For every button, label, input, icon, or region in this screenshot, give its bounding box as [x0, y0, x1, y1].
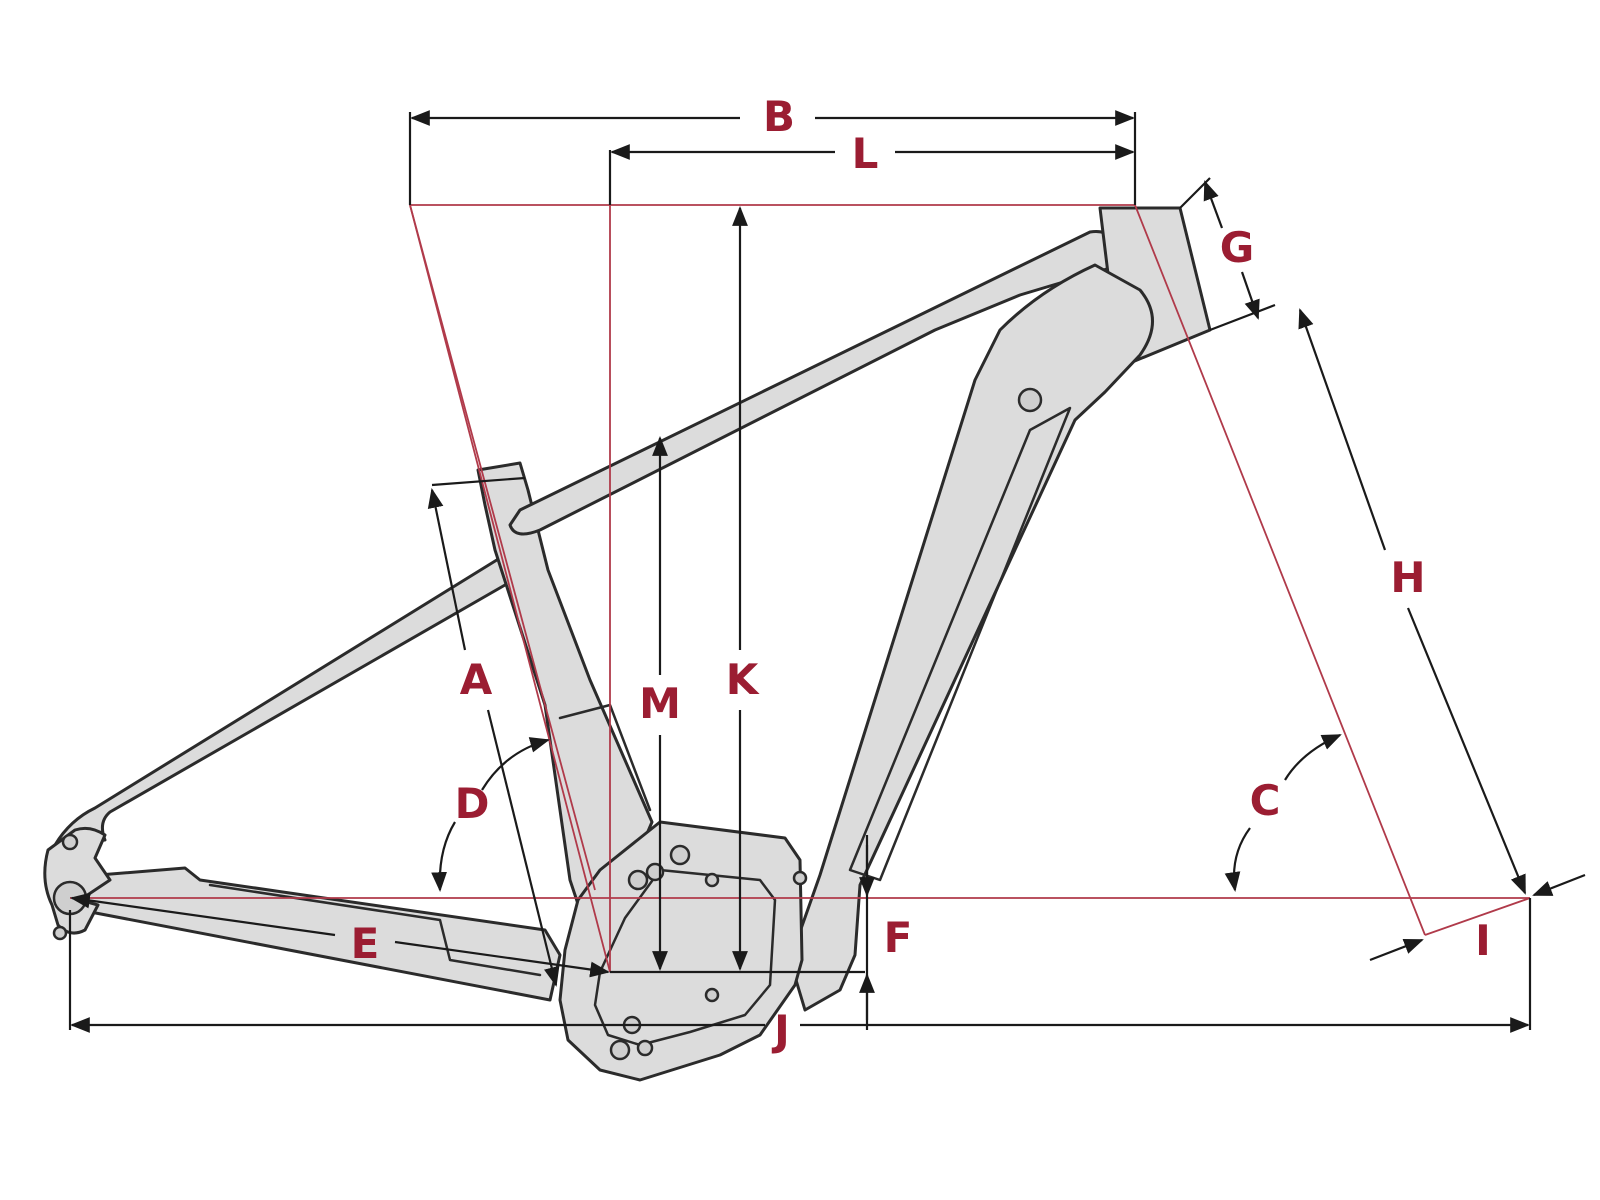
angle-d-arc-lower [431, 821, 456, 892]
dropout-bolt [61, 833, 79, 851]
reference-line-seat-a [409, 204, 611, 973]
dimension-i-upper [1532, 873, 1586, 897]
motor-bolt [704, 987, 720, 1003]
dimension-g-up [1203, 180, 1224, 229]
label-g: G [1220, 223, 1254, 272]
dimension-h-down [1406, 607, 1527, 895]
dimension-e-right [394, 940, 610, 978]
extension-line [431, 476, 526, 487]
motor-bolt [636, 1039, 654, 1057]
label-k: K [726, 655, 760, 704]
down-tube-bolt [1017, 387, 1043, 413]
label-d: D [455, 779, 490, 828]
angle-c-arc-upper [1284, 733, 1342, 781]
dropout-bolt [52, 925, 68, 941]
bike-frame [43, 206, 1212, 1082]
extension-line [1209, 303, 1276, 332]
motor-bolt [704, 872, 720, 888]
reference-lines [70, 204, 1531, 973]
motor-bolt [609, 1039, 631, 1061]
reference-line-offset [1424, 897, 1531, 936]
label-a: A [460, 655, 493, 704]
dimension-h-up [1298, 308, 1387, 551]
dimension-e-left [70, 892, 336, 937]
reference-line-steer [1134, 204, 1426, 936]
reference-line-seat-b [409, 204, 596, 891]
motor-bolt [669, 844, 691, 866]
label-f: F [884, 913, 913, 962]
label-m: M [639, 679, 681, 728]
chain-stay [58, 866, 562, 1002]
dimension-i-lower [1369, 938, 1424, 962]
motor-bolt [792, 870, 808, 886]
label-h: H [1390, 553, 1425, 602]
label-j: J [771, 1006, 790, 1055]
angle-c-arc-lower [1224, 827, 1251, 892]
chain-stay-detail [208, 883, 542, 977]
label-i: I [1475, 916, 1491, 965]
label-l: L [852, 129, 879, 178]
dimension-g-down [1240, 271, 1260, 320]
angle-d-arc-upper [481, 737, 550, 791]
dimension-labels: B L G H A M K D C E F I J [351, 92, 1491, 1055]
dimension-lines [68, 110, 1586, 1033]
motor-bolt [627, 869, 649, 891]
battery-outline [848, 406, 1072, 882]
down-tube [788, 263, 1154, 1012]
dimension-a-down [486, 709, 560, 987]
dimension-a-up [427, 488, 467, 651]
seat-stay [53, 553, 523, 847]
label-c: C [1250, 776, 1281, 825]
label-e: E [351, 919, 380, 968]
label-b: B [763, 92, 795, 141]
